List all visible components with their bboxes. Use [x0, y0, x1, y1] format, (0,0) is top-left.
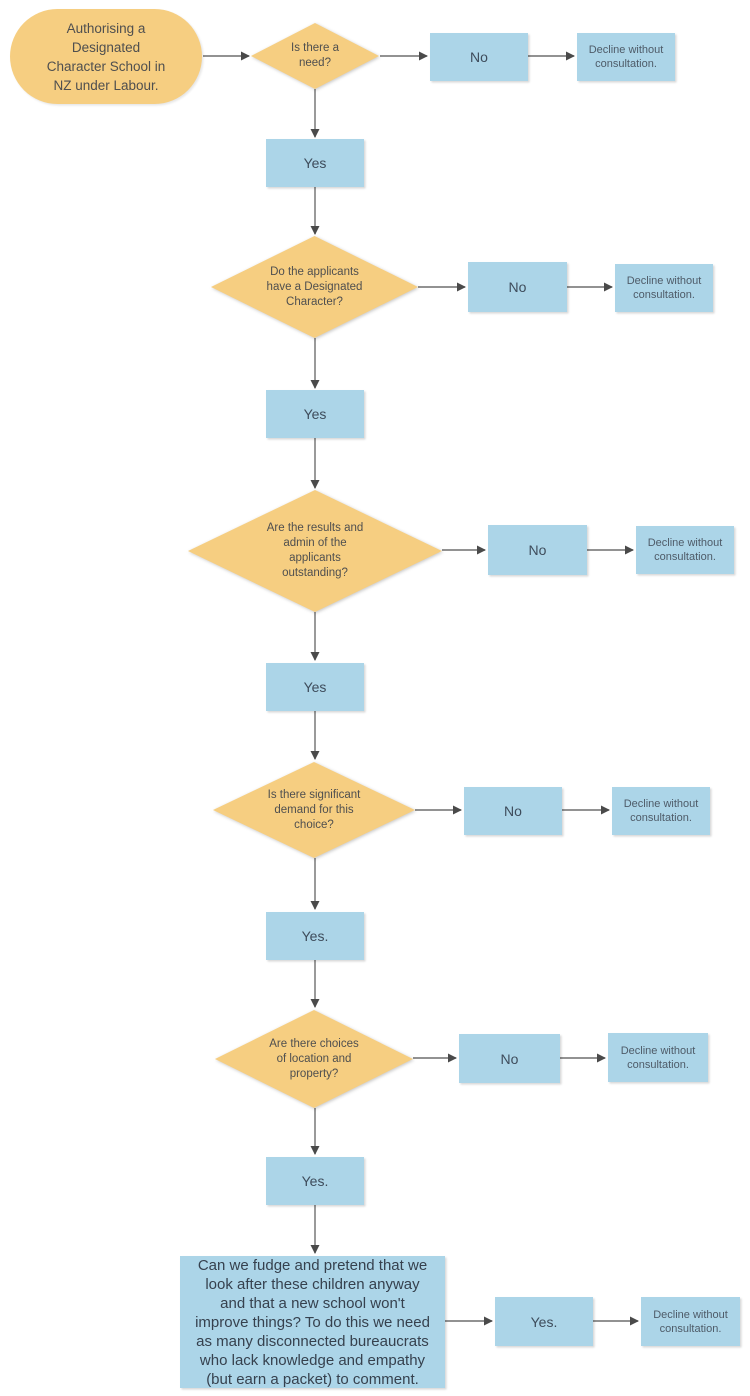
start-node: Authorising a Designated Character Schoo…	[10, 9, 202, 104]
process-yes-5: Yes.	[266, 1157, 364, 1205]
process-yes-4: Yes.	[266, 912, 364, 960]
process-yes-5-label: Yes.	[301, 1173, 329, 1189]
process-no-1-label: No	[470, 49, 488, 65]
decision-location-property: Are there choices of location and proper…	[215, 1010, 413, 1108]
process-yes-final: Yes.	[495, 1297, 593, 1346]
process-no-3: No	[488, 525, 587, 575]
process-final-question-label: Can we fudge and pretend that we look af…	[195, 1256, 430, 1388]
decision-location-property-label: Are there choices of location and proper…	[269, 1037, 359, 1080]
process-yes-3: Yes	[266, 663, 364, 711]
process-yes-4-label: Yes.	[301, 928, 329, 944]
process-no-5-label: No	[500, 1050, 519, 1067]
process-no-1: No	[430, 33, 528, 81]
terminator-decline-6-label: Decline without consultation.	[653, 1308, 728, 1335]
terminator-decline-4: Decline without consultation.	[612, 787, 710, 835]
process-no-2-label: No	[508, 279, 527, 295]
process-no-2: No	[468, 262, 567, 312]
terminator-decline-2-label: Decline without consultation.	[626, 275, 702, 301]
terminator-decline-6: Decline without consultation.	[641, 1297, 740, 1346]
process-no-4: No	[464, 787, 562, 835]
decision-results-admin-label: Are the results and admin of the applica…	[266, 522, 364, 579]
terminator-decline-5: Decline without consultation.	[608, 1033, 708, 1082]
terminator-decline-2: Decline without consultation.	[615, 264, 713, 312]
process-yes-2-label: Yes	[303, 406, 327, 422]
terminator-decline-3-label: Decline without consultation.	[647, 537, 723, 563]
process-yes-3-label: Yes	[303, 679, 327, 695]
terminator-decline-1-label: Decline without consultation.	[588, 44, 664, 70]
terminator-decline-5-label: Decline without consultation.	[620, 1044, 696, 1071]
decision-need: Is there a need?	[251, 23, 379, 89]
process-yes-1: Yes	[266, 139, 364, 187]
terminator-decline-3: Decline without consultation.	[636, 526, 734, 574]
process-yes-2: Yes	[266, 390, 364, 438]
decision-designated-character-label: Do the applicants have a Designated Char…	[266, 265, 363, 308]
process-no-4-label: No	[504, 803, 522, 819]
process-yes-1-label: Yes	[303, 155, 327, 171]
decision-results-admin: Are the results and admin of the applica…	[188, 490, 442, 612]
terminator-decline-4-label: Decline without consultation.	[623, 798, 699, 824]
start-node-label: Authorising a Designated Character Schoo…	[46, 20, 166, 93]
process-no-5: No	[459, 1034, 560, 1083]
decision-need-label: Is there a need?	[291, 42, 339, 69]
process-no-3-label: No	[528, 542, 547, 558]
process-final-question: Can we fudge and pretend that we look af…	[180, 1256, 445, 1388]
process-yes-final-label: Yes.	[530, 1313, 558, 1330]
decision-demand: Is there significant demand for this cho…	[213, 762, 415, 858]
decision-designated-character: Do the applicants have a Designated Char…	[211, 236, 418, 338]
terminator-decline-1: Decline without consultation.	[577, 33, 675, 81]
decision-demand-label: Is there significant demand for this cho…	[267, 788, 361, 831]
